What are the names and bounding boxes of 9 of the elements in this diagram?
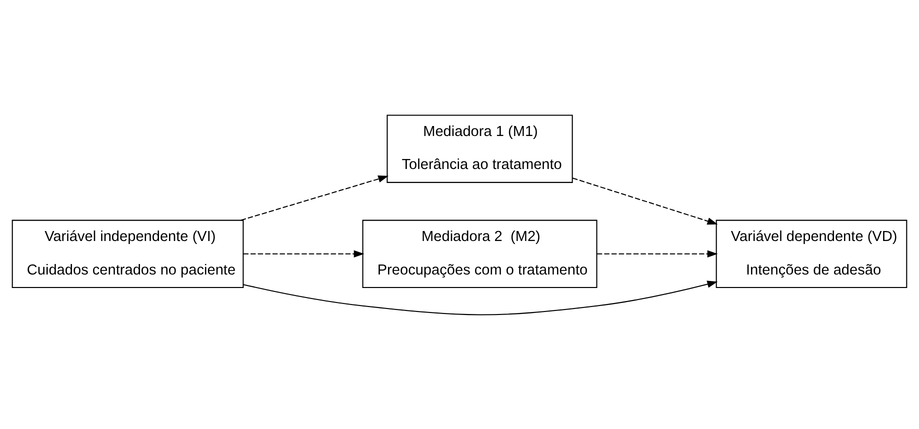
node-box: Variável independente (VI) Cuidados centrados no paciente bbox=[12, 219, 244, 288]
node-box: Mediadora 2 (M2) Preocupações com o tratamento bbox=[362, 219, 598, 288]
arrow bbox=[243, 280, 718, 315]
node-box: Mediadora 1 (M1) Tolerância ao tratamento bbox=[386, 114, 573, 182]
arrow bbox=[240, 174, 389, 220]
arrow bbox=[572, 177, 718, 224]
arrow bbox=[243, 250, 364, 258]
arrow bbox=[597, 250, 718, 258]
node-box: Variável dependente (VD) Intenções de adesão bbox=[716, 219, 908, 288]
